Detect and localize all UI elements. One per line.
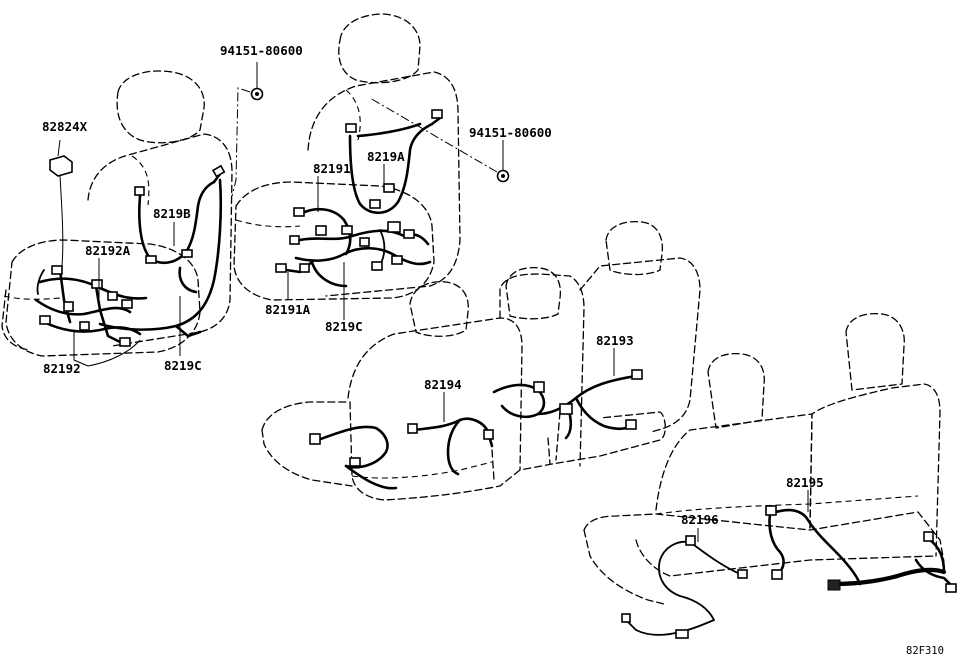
harness-82195 (765, 505, 957, 593)
harness-82194 (309, 417, 494, 490)
figure-code: 82F310 (906, 645, 944, 657)
front-right-seat (233, 13, 461, 301)
label-82192A: 82192A (85, 243, 131, 258)
label-82824X: 82824X (42, 119, 88, 134)
harness-82193 (492, 369, 643, 440)
label-82195: 82195 (786, 475, 824, 490)
label-82194: 82194 (424, 377, 462, 392)
third-row-seat (583, 312, 945, 605)
harness-8219C-left (98, 178, 223, 338)
label-82192: 82192 (43, 361, 81, 376)
harness-8219B (134, 164, 226, 294)
label-94151-80600-left: 94151-80600 (220, 43, 303, 58)
label-82191A: 82191A (265, 302, 311, 317)
label-8219B: 8219B (153, 206, 191, 221)
label-82193: 82193 (596, 333, 634, 348)
second-row-seat (261, 220, 701, 501)
label-8219C-left: 8219C (164, 358, 202, 373)
harness-82191 (275, 207, 432, 288)
clip-94151-right (369, 97, 510, 183)
label-8219A: 8219A (367, 149, 405, 164)
part-labels: 82824X 94151-80600 94151-80600 8219B 821… (42, 43, 944, 657)
label-82196: 82196 (681, 512, 719, 527)
label-82191: 82191 (313, 161, 351, 176)
harness-82196 (621, 535, 748, 639)
harness-82192 (34, 265, 148, 347)
harness-8219A (345, 109, 443, 215)
leader-lines (73, 164, 809, 542)
label-8219C-right: 8219C (325, 319, 363, 334)
clip-94151-left (231, 62, 264, 197)
part-82824X-connector (49, 139, 73, 267)
label-94151-80600-right: 94151-80600 (469, 125, 552, 140)
